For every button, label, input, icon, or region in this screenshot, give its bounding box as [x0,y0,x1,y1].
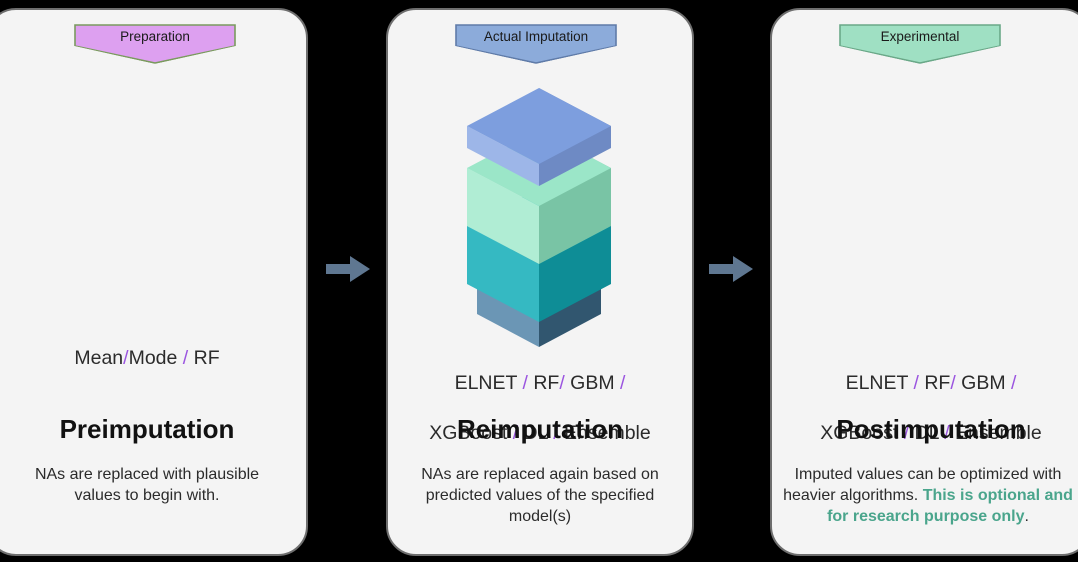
algorithms-line-2: XGBoost / DL / Ensemble [770,396,1078,446]
description-tail-text: . [1024,508,1029,525]
algorithms-text-1: ELNET / RF/ GBM / [845,372,1017,394]
algorithms-text-2: XGBoost / DL / Ensemble [429,422,651,444]
algorithms-line-1: Mean/Mode / RF [74,347,220,369]
stage-banner-actual-imputation: Actual Imputation [455,24,617,64]
algorithms-list-reimputation: ELNET / RF/ GBM / XGBoost / DL / Ensembl… [386,346,694,446]
stage-banner-preparation: Preparation [74,24,236,64]
stage-heading-postimputation: Postimputation [836,414,1026,444]
algorithms-text-2: XGBoost / DL / Ensemble [820,422,1042,444]
stage-description-preimputation: NAs are replaced with plausible values t… [34,466,260,504]
stage-panel-postimputation [770,8,1078,556]
banner-shape-experimental [839,24,1001,64]
banner-label-experimental: Experimental [880,29,960,44]
description-highlight-text: This is optional and for research purpos… [827,487,1073,525]
banner-label-actual-imputation: Actual Imputation [483,29,589,44]
stage-panel-preimputation [0,8,308,556]
right-arrow-icon-1 [326,256,370,282]
algorithms-list-preimputation: Mean/Mode / RF [0,346,308,371]
algorithms-line-2: XGBoost / DL / Ensemble [386,396,694,446]
stage-banner-experimental: Experimental [839,24,1001,64]
stage-heading-preimputation: Preimputation [59,414,235,444]
stage-description-reimputation: NAs are replaced again based on predicte… [421,466,659,525]
algorithms-list-postimputation: ELNET / RF/ GBM / XGBoost / DL / Ensembl… [770,346,1078,446]
banner-shape-preparation [74,24,236,64]
algorithms-line-1: ELNET / RF/ GBM / [386,346,694,396]
stage-heading-reimputation: Reimputation [456,414,624,444]
arrow-svg-2 [709,256,753,282]
right-arrow-icon-2 [709,256,753,282]
banner-shape-actual-imputation [455,24,617,64]
algorithms-line-1: ELNET / RF/ GBM / [770,346,1078,396]
description-plain-text: Imputed values can be optimized with hea… [783,466,1062,504]
stage-description-postimputation: Imputed values can be optimized with hea… [778,464,1078,527]
stacked-blocks-svg [467,88,611,322]
isometric-stacked-blocks-icon-postimputation [0,84,1078,324]
algorithms-text-1: ELNET / RF/ GBM / [454,372,626,394]
arrow-svg-1 [326,256,370,282]
banner-label-preparation: Preparation [120,29,190,44]
